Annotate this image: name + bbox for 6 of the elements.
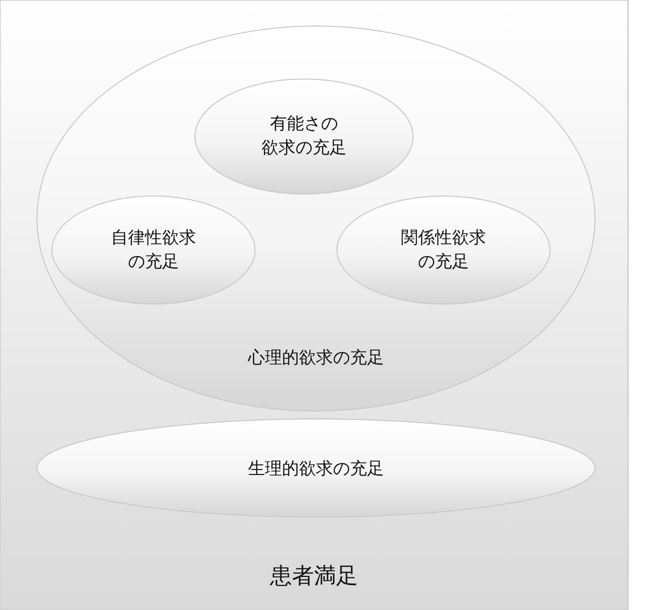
- node-label: 生理的欲求の充足: [247, 458, 385, 480]
- node-label: 心理的欲求の充足: [246, 346, 385, 370]
- node-label: 自律性欲求の充足: [110, 226, 197, 274]
- node-label: 有能さの欲求の充足: [260, 112, 348, 160]
- node-label: 患者満足: [269, 563, 359, 591]
- node-label: 関係性欲求の充足: [400, 226, 487, 274]
